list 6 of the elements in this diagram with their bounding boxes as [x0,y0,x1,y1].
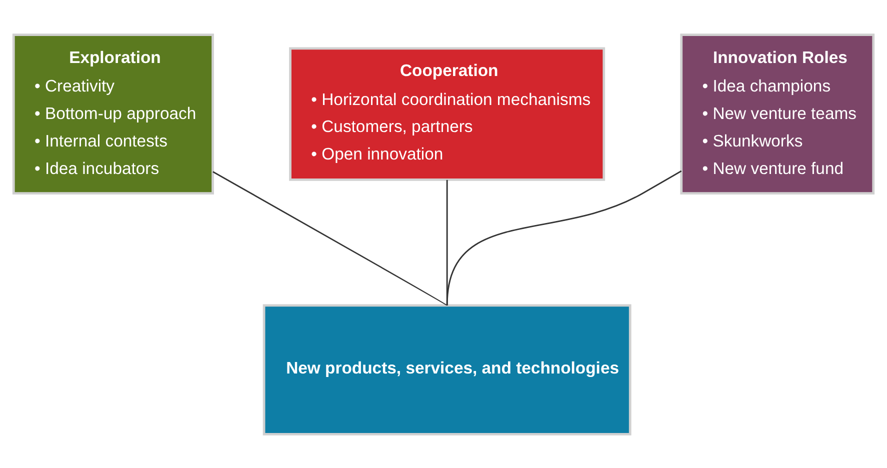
connector [212,170,448,306]
node-box: Exploration • Creativity • Bottom-up approach • Internal contests • Idea incubators [12,33,214,194]
node-box: New products, services, and technologies [262,304,632,435]
connector [446,170,682,306]
node-box: Cooperation • Horizontal coordination mechanisms • Customers, partners • Open innovation [289,46,606,180]
node-box: Innovation Roles • Idea champions • New venture teams • Skunkworks • New venture fund [680,33,875,194]
